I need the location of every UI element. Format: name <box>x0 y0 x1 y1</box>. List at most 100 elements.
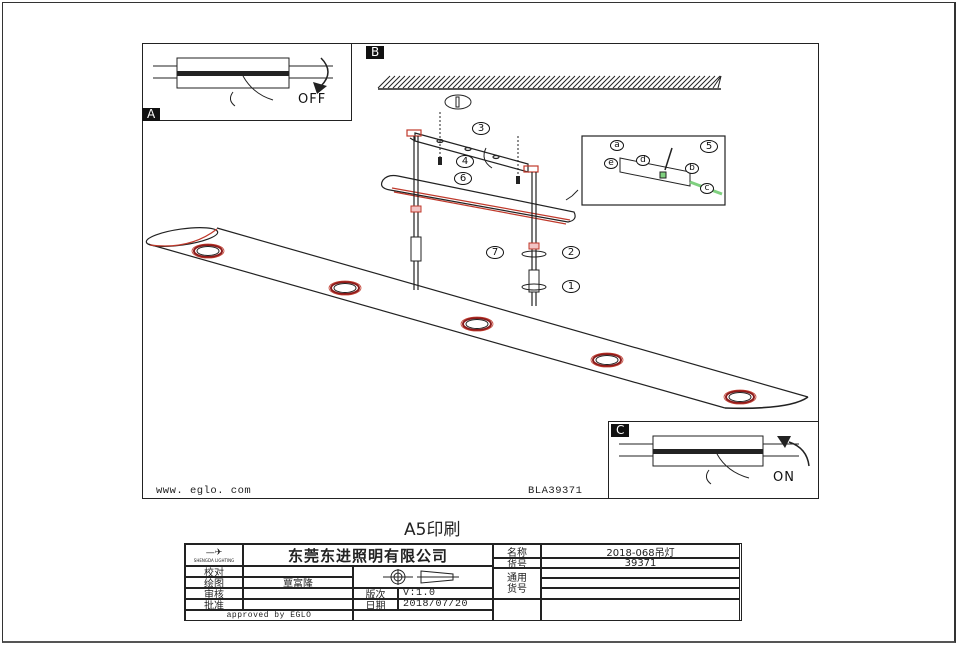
blank-left <box>493 599 541 621</box>
hatch-line <box>652 75 666 89</box>
row-value-check <box>243 566 353 577</box>
spot-ring <box>595 355 619 365</box>
title-block: —✈ SHENGDA LIGHTING 东莞东进照明有限公司 校对 绘图 覃富隆… <box>184 543 742 621</box>
detail-label-a: a <box>610 140 624 151</box>
hatch-line <box>377 75 391 89</box>
cable-gripper-left <box>410 205 422 213</box>
hatch-line <box>622 75 636 89</box>
hatch-line <box>472 75 486 89</box>
off-label: OFF <box>298 92 327 107</box>
hatch-line <box>432 75 446 89</box>
row-value-approve <box>243 599 353 610</box>
hatch-line <box>687 75 701 89</box>
item-label: 货号 <box>493 558 541 568</box>
breaker-off-drawing <box>153 57 333 107</box>
step-6-marker: 6 <box>454 172 472 185</box>
hatch-line <box>677 75 691 89</box>
hatch-line <box>642 75 656 89</box>
general-item-label: 通用 货号 <box>493 568 541 599</box>
row-value-review <box>243 588 353 599</box>
cable-sleeve-left <box>410 236 422 262</box>
breaker-on-drawing <box>619 435 810 485</box>
print-title: A5印刷 <box>404 520 461 540</box>
spot-ring <box>590 352 624 368</box>
hatch-line <box>647 75 661 89</box>
hatch-line <box>627 75 641 89</box>
hatch-line <box>587 75 601 89</box>
hatch-line <box>597 75 611 89</box>
version-value: V:1.0 <box>398 588 493 599</box>
general-item-value-2 <box>541 578 740 588</box>
hatch-line <box>462 75 476 89</box>
hatch-line <box>482 75 496 89</box>
item-value: 39371 <box>541 558 740 568</box>
hatch-line <box>542 75 556 89</box>
date-label: 日期 <box>353 599 398 610</box>
hatch-line <box>427 75 441 89</box>
blank-cell <box>353 610 493 621</box>
hatch-line <box>572 75 586 89</box>
rotation-mark-2 <box>521 250 547 258</box>
date-value: 2018/07/20 <box>398 599 493 610</box>
row-value-draw: 覃富隆 <box>243 577 353 588</box>
on-label: ON <box>773 470 795 485</box>
spot-ring <box>723 389 757 405</box>
first-angle-projection-icon <box>383 569 459 585</box>
hatch-line <box>497 75 511 89</box>
spot-rings <box>191 243 757 405</box>
screw-lines <box>439 112 519 178</box>
detail-label-d: d <box>636 155 650 166</box>
step-4-marker: 4 <box>456 155 474 168</box>
wires <box>483 147 493 169</box>
spot-ring <box>728 392 752 402</box>
hatch-line <box>457 75 471 89</box>
ceiling-hatch <box>377 75 722 90</box>
row-label-approve: 批准 <box>185 599 243 610</box>
row-label-draw: 绘图 <box>185 577 243 588</box>
spot-ring <box>191 243 225 259</box>
spot-ring <box>465 319 489 329</box>
hatch-line <box>477 75 491 89</box>
hatch-line <box>562 75 576 89</box>
spot-ring <box>333 283 357 293</box>
hatch-line <box>602 75 616 89</box>
hatch-line <box>567 75 581 89</box>
general-item-value-1 <box>541 568 740 578</box>
model-code: BLA39371 <box>528 485 583 497</box>
hatch-line <box>397 75 411 89</box>
spot-ring <box>328 280 362 296</box>
hatch-line <box>672 75 686 89</box>
hatch-line <box>712 75 722 89</box>
row-label-review: 审核 <box>185 588 243 599</box>
hatch-line <box>502 75 516 89</box>
hatch-line <box>667 75 681 89</box>
hatch-line <box>387 75 401 89</box>
hatch-line <box>552 75 566 89</box>
hatch-line <box>617 75 631 89</box>
screws <box>438 157 520 184</box>
logo-mark-icon: —✈ <box>205 547 223 558</box>
hatch-line <box>422 75 436 89</box>
wall-anchor-icon <box>455 96 460 108</box>
cable-gripper-right <box>528 242 540 250</box>
hatch-line <box>592 75 606 89</box>
hatch-line <box>662 75 676 89</box>
hatch-line <box>407 75 421 89</box>
blank-right <box>541 599 740 621</box>
canopy <box>380 174 576 225</box>
hatch-line <box>582 75 596 89</box>
hatch-line <box>522 75 536 89</box>
hatch-line <box>437 75 451 89</box>
hatch-line <box>692 75 706 89</box>
step-2-marker: 2 <box>562 246 580 259</box>
instruction-sheet <box>142 43 819 499</box>
hatch-line <box>467 75 481 89</box>
hatch-line <box>632 75 646 89</box>
step-7-marker: 7 <box>486 246 504 259</box>
panel-tag-c: C <box>611 424 630 437</box>
spot-ring <box>725 390 755 404</box>
luminaire-body <box>145 227 809 410</box>
hatch-line <box>402 75 416 89</box>
name-value: 2018-068吊灯 <box>541 544 740 558</box>
hatch-line <box>577 75 591 89</box>
